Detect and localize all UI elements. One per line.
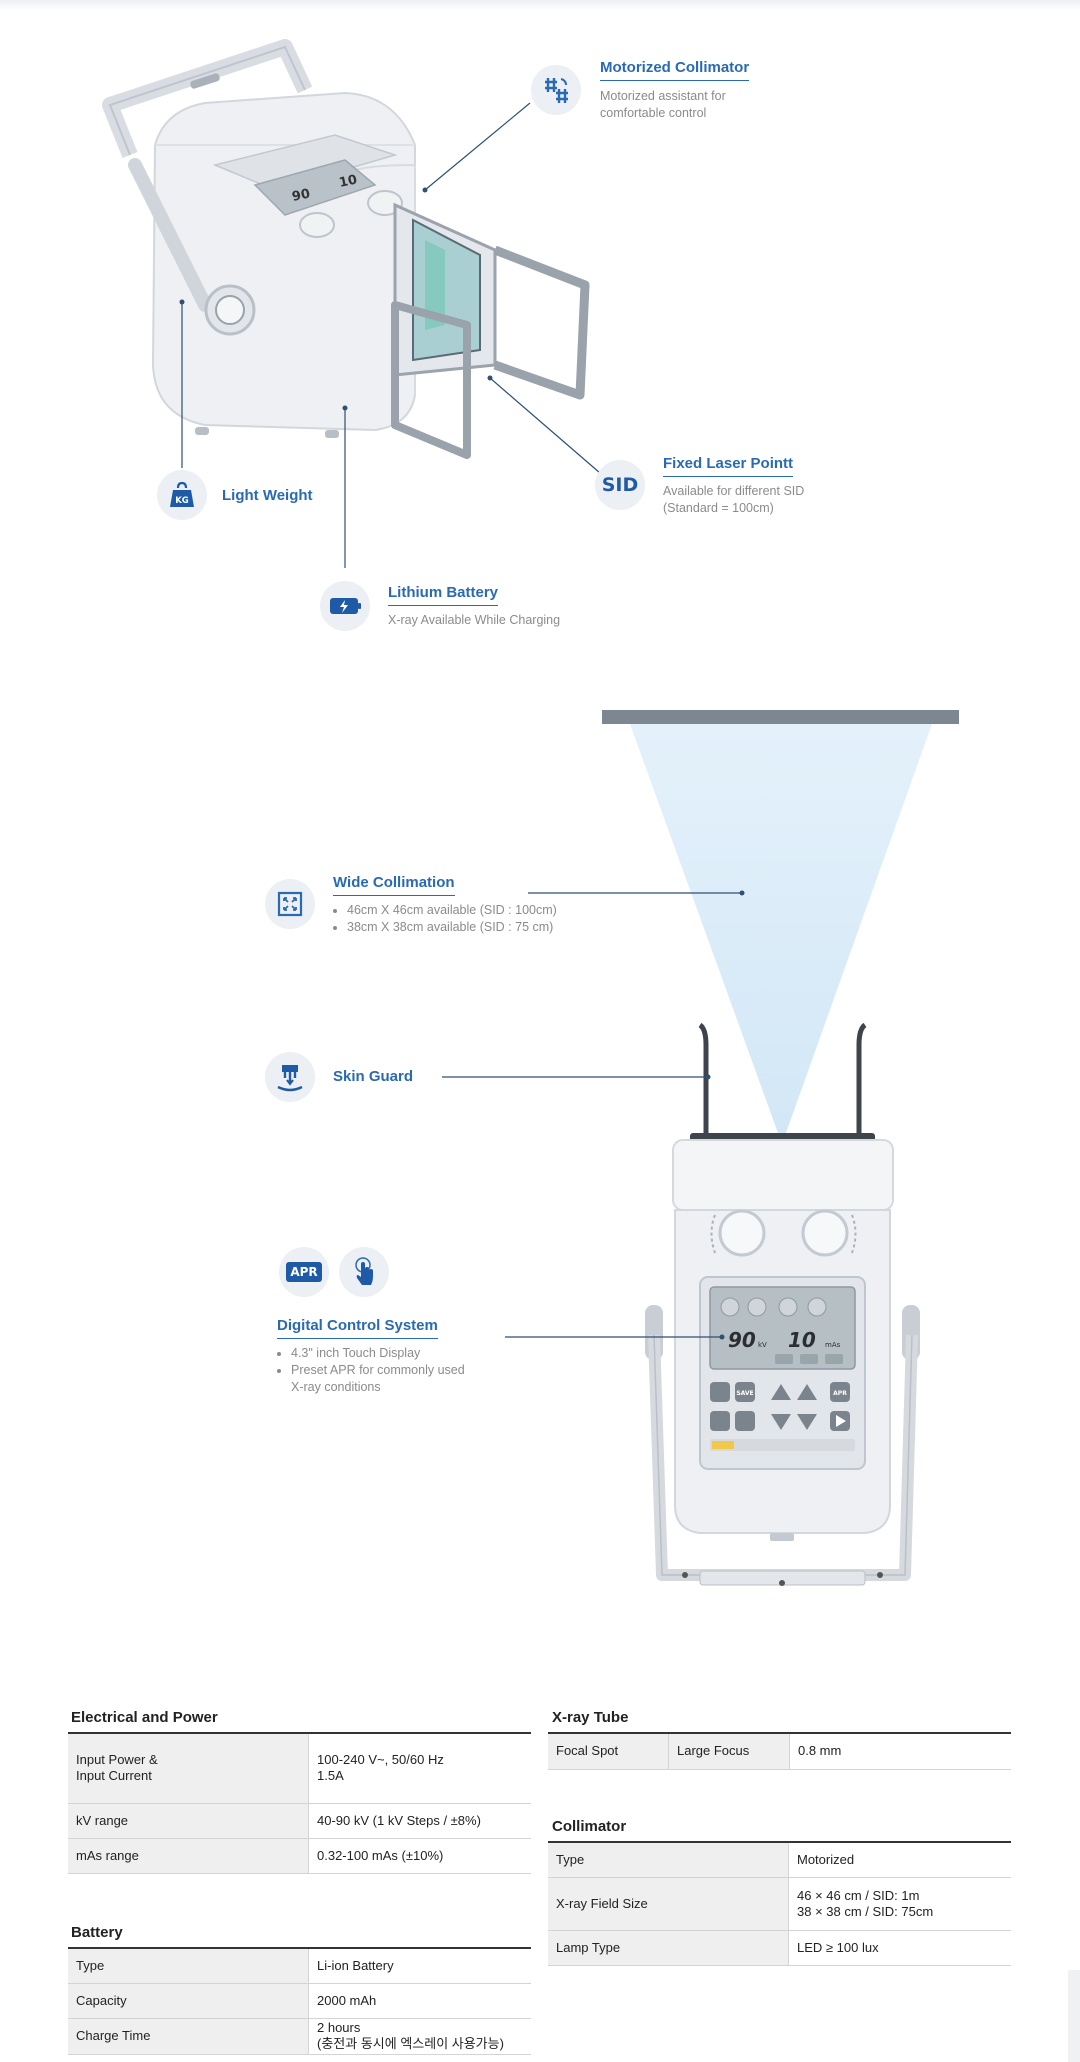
weight-kg-icon: KG (157, 470, 207, 520)
svg-text:10: 10 (788, 1328, 816, 1352)
sid-icon: SID (595, 460, 645, 510)
spec-battery-title: Battery (71, 1924, 123, 1941)
xray-device-side-illustration: 90 10 (102, 39, 590, 459)
table-row: mAs range 0.32-100 mAs (±10%) (68, 1838, 531, 1874)
scrollbar-track[interactable] (1068, 1970, 1080, 2062)
apr-icon: APR (279, 1247, 329, 1297)
spec-xray-tube-title: X-ray Tube (552, 1709, 629, 1726)
svg-text:90: 90 (291, 186, 312, 204)
spec-xray-tube-table: Focal Spot Large Focus 0.8 mm (548, 1732, 1011, 1770)
spec-battery-table: Type Li-ion Battery Capacity 2000 mAh Ch… (68, 1947, 531, 2055)
spec-electrical-title: Electrical and Power (71, 1709, 218, 1726)
table-row: Type Li-ion Battery (68, 1948, 531, 1984)
fixed-laser-point-title: Fixed Laser Pointt (663, 455, 794, 477)
svg-text:APR: APR (833, 1390, 847, 1397)
svg-text:10: 10 (338, 172, 359, 190)
fixed-laser-point-desc: Available for different SID (Standard = … (663, 484, 805, 515)
detector-bar (602, 710, 959, 724)
wide-collimation-title: Wide Collimation (333, 874, 455, 896)
svg-text:kV: kV (758, 1341, 767, 1349)
table-row: Lamp Type LED ≥ 100 lux (548, 1930, 1011, 1966)
spec-collimator-table: Type Motorized X-ray Field Size 46 × 46 … (548, 1841, 1011, 1966)
svg-text:SAVE: SAVE (736, 1390, 753, 1397)
lithium-battery-desc: X-ray Available While Charging (388, 613, 561, 627)
feature-leader-lines-top (179, 102, 601, 568)
feature-leader-lines-middle (442, 890, 745, 1340)
xray-device-front-illustration: 90 kV 10 mAs SAVE APR (645, 1022, 920, 1586)
touch-hand-icon (339, 1247, 389, 1297)
battery-charging-icon (320, 581, 370, 631)
svg-text:90: 90 (728, 1328, 756, 1352)
wide-collimation-icon (265, 879, 315, 929)
table-row: Type Motorized (548, 1842, 1011, 1878)
xray-beam-cone (630, 724, 932, 1144)
svg-text:mAs: mAs (825, 1341, 841, 1349)
digital-control-bullets: 4.3" inch Touch Display Preset APR for c… (277, 1345, 465, 1396)
motorized-collimator-title: Motorized Collimator (600, 59, 750, 81)
top-shade (0, 0, 1080, 10)
svg-text:KG: KG (175, 496, 189, 506)
collimator-grid-icon (531, 65, 581, 115)
table-row: Capacity 2000 mAh (68, 1983, 531, 2019)
motorized-collimator-desc: Motorized assistant for comfortable cont… (600, 89, 726, 120)
spec-electrical-table: Input Power &Input Current 100-240 V~, 5… (68, 1732, 531, 1874)
table-row: kV range 40-90 kV (1 kV Steps / ±8%) (68, 1803, 531, 1839)
spec-collimator-title: Collimator (552, 1818, 627, 1835)
table-row: Focal Spot Large Focus 0.8 mm (548, 1733, 1011, 1770)
skin-guard-title: Skin Guard (333, 1068, 414, 1085)
table-row: Input Power &Input Current 100-240 V~, 5… (68, 1733, 531, 1804)
light-weight-title: Light Weight (222, 487, 313, 504)
table-row: Charge Time 2 hours(충전과 동시에 엑스레이 사용가능) (68, 2018, 531, 2055)
wide-collimation-bullets: 46cm X 46cm available (SID : 100cm) 38cm… (333, 902, 557, 936)
skin-guard-icon (265, 1052, 315, 1102)
digital-control-title: Digital Control System (277, 1317, 438, 1339)
lithium-battery-title: Lithium Battery (388, 584, 499, 606)
